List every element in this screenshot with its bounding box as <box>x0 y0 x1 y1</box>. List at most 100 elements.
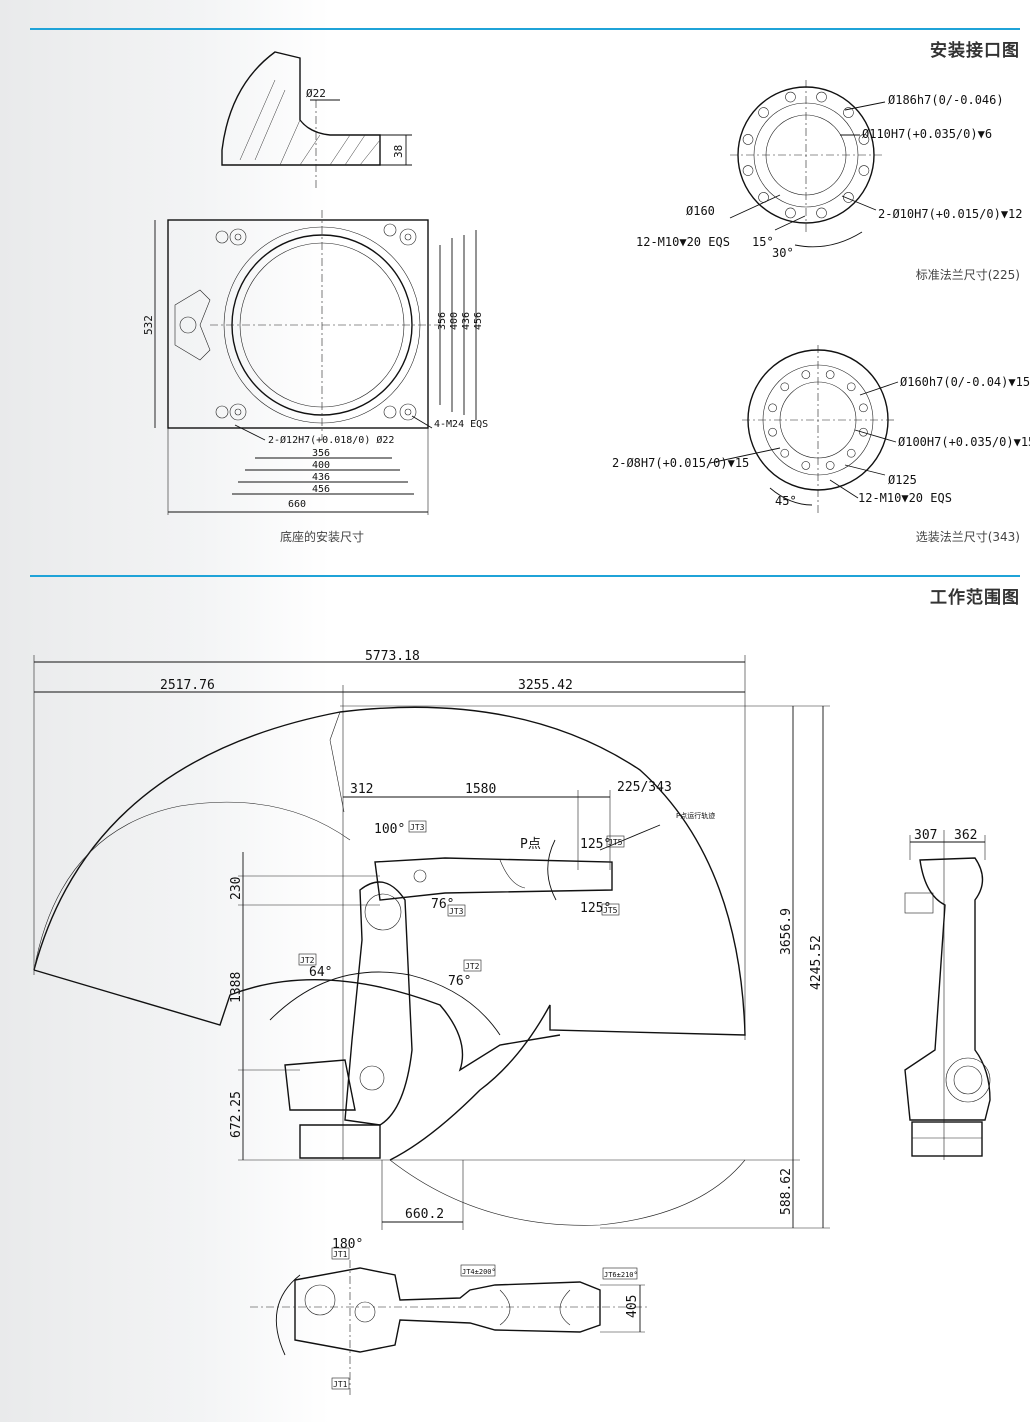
range-jt5b-label: JT5 <box>603 906 618 915</box>
range-jt2-label: JT2 <box>300 956 315 965</box>
range-j3-dn-label: 76° <box>431 897 454 912</box>
side-a362-label: 362 <box>954 828 977 843</box>
std-flange-bolt-hole <box>758 107 769 118</box>
base-h660-label: 660 <box>288 499 306 510</box>
workrange-section-title: 工作范围图 <box>930 588 1020 608</box>
opt-d160-label: Ø160h7(0/-0.04)▼15 <box>900 375 1030 389</box>
top-a180-label: 180° <box>332 1237 363 1252</box>
std-flange-bolt-hole <box>785 207 796 219</box>
std-a15-label: 15° <box>752 235 774 249</box>
range-a312-label: 312 <box>350 782 373 797</box>
std-flange-bolt-hole <box>858 134 870 145</box>
range-j2-right-label: 76° <box>448 974 471 989</box>
base-d22-label: Ø22 <box>306 87 326 100</box>
opt-flange-bolt-hole <box>768 427 777 437</box>
opt-flange-bolt-hole <box>801 370 811 379</box>
top-jt1-label: JT1 <box>333 1250 348 1259</box>
opt-flange-bolt-hole <box>780 382 790 392</box>
std-flange-bolt-hole <box>816 91 827 103</box>
base-w532-label: 532 <box>142 315 155 335</box>
base-v436-label: 436 <box>461 312 472 330</box>
section-rule-middle <box>30 575 1020 577</box>
range-jt3b-label: JT3 <box>449 907 464 916</box>
std-flange-bolt-hole <box>858 165 870 176</box>
range-v588-label: 588.62 <box>779 1168 794 1215</box>
opt-threads-label: 12-M10▼20 EQS <box>858 491 952 505</box>
std-flange-bolt-hole <box>843 107 854 118</box>
range-j5-dn-label: 125° <box>580 901 611 916</box>
std-flange-bolt-hole <box>785 91 796 103</box>
range-v4245-label: 4245.52 <box>809 935 824 990</box>
range-v3656-label: 3656.9 <box>779 908 794 955</box>
std-flange-bolt-hole <box>843 192 854 203</box>
opt-flange-bolt-hole <box>859 427 868 437</box>
base-v356-label: 356 <box>437 312 448 330</box>
workrange-view: 5773.18 2517.76 3255.42 312 1580 225/343… <box>33 649 830 1230</box>
opt-flange-bolt-hole <box>825 461 835 470</box>
opt-d100-label: Ø100H7(+0.035/0)▼15 <box>898 435 1030 449</box>
opt-d125-label: Ø125 <box>888 473 917 487</box>
top-jt4-label: JT4±200° <box>462 1268 496 1276</box>
base-v400-label: 400 <box>449 312 460 330</box>
range-jt3-label: JT3 <box>410 823 425 832</box>
range-right-label: 3255.42 <box>518 678 573 693</box>
top-jt6-label: JT6±210° <box>604 1271 638 1279</box>
range-total-label: 5773.18 <box>365 649 420 664</box>
std-flange-view: Ø186h7(0/-0.046) Ø110H7(+0.035/0)▼6 Ø160… <box>636 80 1023 260</box>
std-pins-label: 2-Ø10H7(+0.015/0)▼12 <box>878 207 1023 221</box>
side-view: 307 362 <box>904 828 991 1160</box>
side-a307-label: 307 <box>914 828 937 843</box>
base-h400-label: 400 <box>312 460 330 471</box>
range-v1388-label: 1388 <box>229 972 244 1003</box>
base-plan-view: 532 356 400 436 456 356 400 436 456 660 … <box>142 210 488 515</box>
range-j5-up-label: 125° <box>580 837 611 852</box>
opt-flange-caption: 选装法兰尺寸(343) <box>915 530 1020 544</box>
range-jt2b-label: JT2 <box>465 962 480 971</box>
std-a30-label: 30° <box>772 246 794 260</box>
base-bolts-label: 4-M24 EQS <box>434 419 488 430</box>
opt-flange-bolt-hole <box>846 448 856 458</box>
base-section-view: Ø22 38 <box>221 51 412 190</box>
std-flange-bolt-hole <box>816 207 827 219</box>
std-d110-label: Ø110H7(+0.035/0)▼6 <box>862 127 992 141</box>
opt-flange-bolt-hole <box>801 461 811 470</box>
base-h356-label: 356 <box>312 448 330 459</box>
opt-flange-bolt-hole <box>846 382 856 392</box>
opt-flange-bolt-hole <box>780 448 790 458</box>
opt-a45-label: 45° <box>775 494 797 508</box>
range-p-point-label: P点 <box>520 837 541 852</box>
base-h38-label: 38 <box>392 145 405 158</box>
std-flange-caption: 标准法兰尺寸(225) <box>915 268 1020 282</box>
range-a225-label: 225/343 <box>617 780 672 795</box>
std-d160-label: Ø160 <box>686 204 715 218</box>
range-j2-left-label: 64° <box>309 965 332 980</box>
base-caption: 底座的安装尺寸 <box>280 530 365 544</box>
section-rule-top <box>30 28 1020 30</box>
std-flange-bolt-hole <box>742 134 754 145</box>
range-path-label: P点运行轨迹 <box>676 811 715 820</box>
top-jt1b-label: JT1 <box>333 1380 348 1389</box>
base-holes-label: 2-Ø12H7(+0.018/0) Ø22 <box>268 434 394 446</box>
range-v230-label: 230 <box>229 877 244 900</box>
std-flange-bolt-hole <box>742 165 754 176</box>
interface-section-title: 安装接口图 <box>930 41 1020 61</box>
base-v456-label: 456 <box>473 312 484 330</box>
range-h660-label: 660.2 <box>405 1207 444 1222</box>
base-h436-label: 436 <box>312 472 330 483</box>
range-v672-label: 672.25 <box>229 1091 244 1138</box>
range-j3-up-label: 100° <box>374 822 405 837</box>
range-left-label: 2517.76 <box>160 678 215 693</box>
range-jt5-label: JT5 <box>608 838 623 847</box>
opt-flange-view: Ø160h7(0/-0.04)▼15 Ø100H7(+0.035/0)▼15 2… <box>612 345 1030 515</box>
opt-pins-label: 2-Ø8H7(+0.015/0)▼15 <box>612 456 749 470</box>
range-a1580-label: 1580 <box>465 782 496 797</box>
opt-flange-bolt-hole <box>859 403 868 413</box>
std-threads-label: 12-M10▼20 EQS <box>636 235 730 249</box>
std-d186-label: Ø186h7(0/-0.046) <box>888 93 1004 107</box>
base-h456-label: 456 <box>312 484 330 495</box>
opt-flange-bolt-hole <box>768 403 777 413</box>
top-view: JT1 180° JT1 JT4±200° JT6±210° 405 <box>250 1237 650 1395</box>
top-v405-label: 405 <box>625 1295 640 1318</box>
opt-flange-bolt-hole <box>825 370 835 379</box>
